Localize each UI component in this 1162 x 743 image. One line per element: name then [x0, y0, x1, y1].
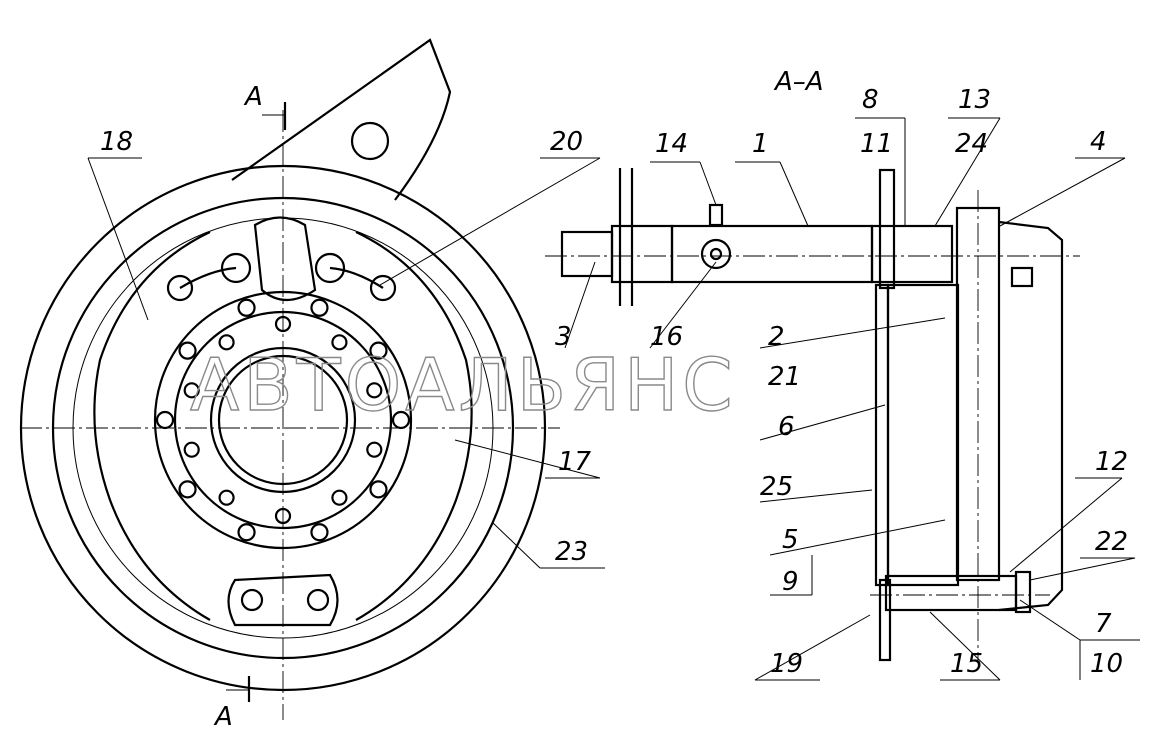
leader-15 — [929, 611, 1001, 681]
callout-11: 11 — [860, 129, 893, 159]
grease-nipple — [708, 203, 724, 227]
bleeder — [1010, 266, 1034, 288]
callout-22: 22 — [1095, 527, 1128, 557]
leader-3 — [564, 261, 596, 349]
hub-bolt — [178, 341, 197, 360]
leader-20 — [379, 157, 601, 286]
hub-bolt — [366, 382, 383, 399]
callout-16: 16 — [650, 322, 683, 352]
leader-5 — [769, 519, 946, 556]
leader-16 — [649, 261, 717, 349]
leader-6 — [759, 404, 886, 441]
hub-bolt — [183, 441, 200, 458]
lower-flange — [878, 578, 892, 662]
section-title: A–A — [773, 67, 824, 97]
callout-5: 5 — [782, 525, 799, 555]
callout-17: 17 — [558, 447, 592, 477]
callout-8: 8 — [862, 85, 879, 115]
shaft-end — [560, 230, 614, 278]
callout-1: 1 — [752, 129, 769, 159]
leader-22 — [1029, 557, 1136, 581]
leader-18 — [87, 157, 149, 321]
hub-bolt — [369, 480, 388, 499]
spring-right — [369, 274, 397, 302]
left-shoe — [93, 231, 211, 621]
right-shoe — [355, 231, 473, 621]
front-view — [19, 38, 560, 720]
callout-19: 19 — [770, 649, 803, 679]
hub-bolt — [218, 334, 235, 351]
section-view — [545, 168, 1080, 662]
spring-link-left — [179, 266, 237, 289]
hub-bolt — [331, 334, 348, 351]
callout-25: 25 — [760, 472, 793, 502]
hub-bolt — [183, 382, 200, 399]
leader-4 — [999, 157, 1126, 227]
section-letter-top: A — [243, 82, 263, 112]
hub-bolt — [237, 298, 256, 317]
drum-outer — [998, 220, 1064, 612]
callout-15: 15 — [950, 649, 983, 679]
callout-21: 21 — [768, 362, 801, 392]
watermark: АВТОАЛЬЯНС — [190, 343, 737, 427]
leader-1 — [779, 161, 809, 227]
callout-6: 6 — [778, 412, 795, 442]
callout-12: 12 — [1095, 447, 1128, 477]
leader-12 — [1009, 477, 1123, 573]
leader-25 — [759, 489, 873, 503]
callout-9: 9 — [782, 567, 799, 597]
leader-17 — [454, 439, 601, 479]
callout-3: 3 — [555, 322, 572, 352]
anchor-bolt-left — [240, 588, 264, 612]
callout-13: 13 — [958, 85, 991, 115]
callout-23: 23 — [555, 537, 588, 567]
bracket-hole — [350, 121, 390, 161]
leader-13 — [934, 117, 1001, 227]
mounting-bracket — [231, 38, 452, 201]
shoe-section — [886, 283, 960, 587]
hub-bolt — [218, 489, 235, 506]
hub-bolt — [237, 523, 256, 542]
hub-bolt — [366, 441, 383, 458]
hub-bolt — [310, 298, 329, 317]
expander-cam — [253, 216, 317, 302]
hub-bolt — [331, 489, 348, 506]
anchor-nut — [1014, 570, 1032, 614]
hub-bolt — [310, 523, 329, 542]
callout-18: 18 — [100, 127, 133, 157]
grease-fitting-hole — [709, 247, 723, 261]
hub-bolt — [369, 341, 388, 360]
spring-link-right — [329, 266, 384, 289]
grease-fitting-base — [700, 238, 732, 270]
hub-bolt — [155, 410, 175, 430]
backing-plate — [874, 283, 890, 587]
leader-23 — [491, 521, 541, 569]
callout-10: 10 — [1090, 649, 1123, 679]
pin-right — [314, 252, 346, 284]
bushing — [870, 224, 954, 284]
hub-bolt — [178, 480, 197, 499]
spring-left — [166, 274, 194, 302]
bracket-flange — [878, 168, 896, 290]
callout-2: 2 — [768, 322, 785, 352]
anchor-bolt-right — [306, 588, 330, 612]
callout-20: 20 — [550, 127, 583, 157]
callout-24: 24 — [955, 129, 988, 159]
leader-2 — [759, 317, 946, 349]
leader-lines — [87, 117, 1140, 681]
leader-7 — [1019, 599, 1081, 641]
callout-4: 4 — [1090, 127, 1107, 157]
pin-left — [220, 252, 252, 284]
leader-14 — [699, 161, 717, 206]
leader-19 — [754, 614, 871, 681]
section-letter-bottom: A — [213, 702, 233, 732]
callout-7: 7 — [1095, 609, 1112, 639]
callout-14: 14 — [655, 129, 688, 159]
